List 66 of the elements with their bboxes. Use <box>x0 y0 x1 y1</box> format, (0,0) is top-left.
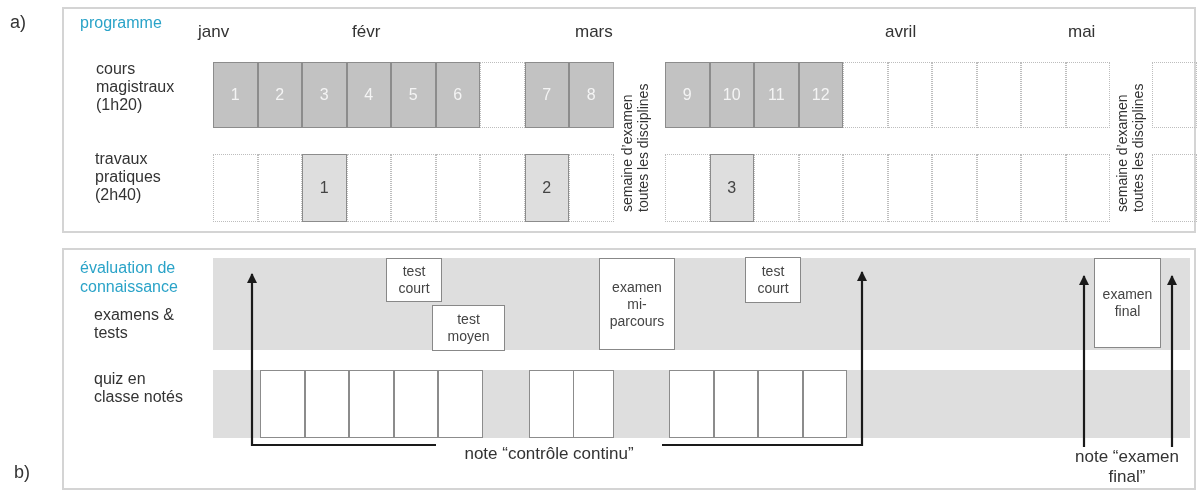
quiz-cell <box>713 370 759 438</box>
empty-week-cell <box>435 154 480 222</box>
empty-week-cell <box>569 154 614 222</box>
lab-session-cell: 1 <box>302 154 347 222</box>
row-label: cours magistraux (1h20) <box>96 60 176 114</box>
empty-week-cell <box>843 62 888 128</box>
month-label: janv <box>198 22 231 41</box>
quiz-cell <box>349 370 394 438</box>
empty-week-cell <box>798 154 843 222</box>
empty-week-cell <box>887 154 932 222</box>
arrow <box>1079 275 1089 447</box>
empty-week-cell <box>480 62 525 128</box>
month-label: févr <box>352 22 382 41</box>
panel <box>62 248 1196 490</box>
grade-note: note “examen final” <box>1056 447 1198 491</box>
panel-heading: programme <box>80 13 163 32</box>
empty-week-cell <box>754 154 799 222</box>
empty-week-cell <box>1152 62 1197 128</box>
empty-week-cell <box>932 62 977 128</box>
month-label: mars <box>575 22 614 41</box>
row-label: examens & tests <box>94 306 176 342</box>
arrow <box>662 271 867 447</box>
quiz-cell <box>669 370 714 438</box>
grade-note: note “contrôle continu” <box>436 444 662 470</box>
exam-week-label: semaine d’examen toutes les disciplines <box>619 82 652 212</box>
arrow <box>247 273 436 447</box>
month-label: mai <box>1068 22 1097 41</box>
panel-letter: a) <box>10 12 27 32</box>
quiz-cell <box>802 370 848 438</box>
empty-week-cell <box>346 154 391 222</box>
lab-session-cell: 3 <box>709 154 754 222</box>
arrow <box>1167 275 1177 447</box>
empty-week-cell <box>213 154 258 222</box>
quiz-cell <box>304 370 350 438</box>
panel-heading: évaluation de connaissance <box>80 258 179 296</box>
empty-week-cell <box>1021 154 1066 222</box>
exam-week-label: semaine d’examen toutes les disciplines <box>1114 82 1147 212</box>
panel <box>62 7 1196 233</box>
empty-week-cell <box>1065 154 1110 222</box>
empty-week-cell <box>887 62 932 128</box>
empty-week-cell <box>665 154 710 222</box>
quiz-cell <box>438 370 483 438</box>
empty-week-cell <box>391 154 436 222</box>
empty-week-cell <box>480 154 525 222</box>
empty-week-cell <box>976 62 1021 128</box>
empty-week-cell <box>1065 62 1110 128</box>
quiz-cell <box>393 370 439 438</box>
empty-week-cell <box>1021 62 1066 128</box>
quiz-cell <box>260 370 305 438</box>
exam-box: examen final <box>1094 258 1161 348</box>
empty-week-cell <box>843 154 888 222</box>
exam-box: examen mi-parcours <box>599 258 675 350</box>
exam-box: test court <box>745 257 801 303</box>
row-label: travaux pratiques (2h40) <box>95 150 162 204</box>
row-label: quiz en classe notés <box>94 370 184 406</box>
quiz-cell <box>529 370 574 438</box>
panel-letter: b) <box>14 462 31 482</box>
exam-box: test moyen <box>432 305 505 351</box>
lab-session-cell: 2 <box>524 154 569 222</box>
quiz-cell <box>573 370 614 438</box>
empty-week-cell <box>1152 154 1197 222</box>
month-label: avril <box>885 22 918 41</box>
empty-week-cell <box>976 154 1021 222</box>
quiz-cell <box>758 370 803 438</box>
empty-week-cell <box>932 154 977 222</box>
exam-box: test court <box>386 258 442 302</box>
